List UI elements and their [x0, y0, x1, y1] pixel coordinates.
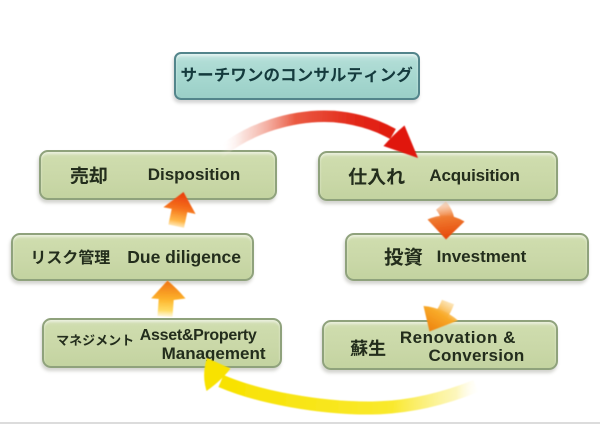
acquisition-jp-label [348, 167, 405, 185]
management-jp-label [57, 334, 133, 346]
disposition-box: Disposition [39, 150, 277, 200]
acquisition-box: Acquisition [318, 151, 558, 201]
renovation-box: Renovation &Conversion [322, 320, 558, 370]
acquisition-en-label: Acquisition [429, 166, 520, 185]
title-jp-text [181, 66, 413, 83]
bottom-edge-line [0, 422, 600, 424]
investment-jp-label [384, 247, 423, 267]
title-box [174, 52, 420, 100]
renovation-en-label: Renovation &Conversion [399, 327, 525, 365]
disposition-en-label: Disposition [147, 165, 241, 184]
investment-box: Investment [345, 233, 589, 281]
due-diligence-box: Due diligence [11, 233, 254, 281]
due-diligence-en-label: Due diligence [127, 246, 242, 267]
due-diligence-jp-label [33, 249, 110, 265]
investment-en-label: Investment [436, 247, 527, 266]
renovation-jp-label [350, 338, 386, 356]
disposition-jp-label [70, 166, 107, 184]
